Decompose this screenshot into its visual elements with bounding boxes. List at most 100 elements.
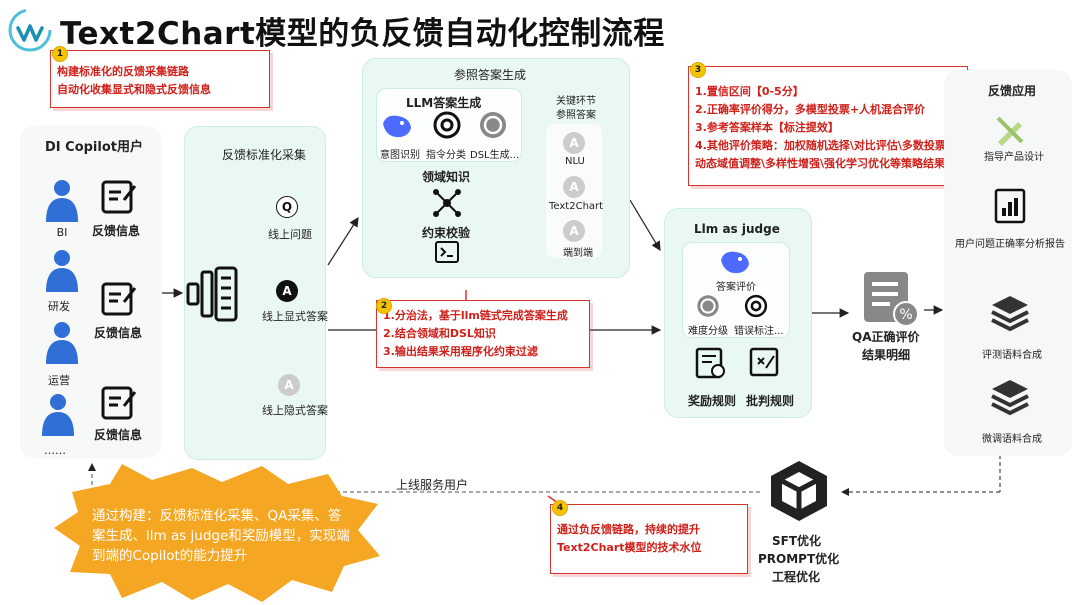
collect-item: 线上问题 (268, 228, 312, 241)
difficulty-label: 难度分级 (688, 326, 728, 337)
callout-3-line: 2.正确率评价得分，多模型投票+人机混合评价 (695, 103, 926, 116)
key-title: 参照答案 (556, 110, 596, 121)
implicit-answer-icon: A (278, 374, 300, 396)
callout-4-line: 通过负反馈链路，持续的提升 (557, 523, 700, 536)
optimize-line: 工程优化 (772, 570, 821, 584)
callout-2-line: 3.输出结果采用程序化约束过滤 (383, 345, 538, 358)
error-tag-label: 错误标注... (734, 326, 784, 337)
summary-burst-shape (54, 464, 380, 602)
callout-3: 1.置信区间【0-5分】 2.正确率评价得分，多模型投票+人机混合评价 3.参考… (688, 66, 968, 186)
openai-icon (480, 112, 506, 138)
page-title: Text2Chart模型的负反馈自动化控制流程 (60, 16, 665, 52)
openai-icon (697, 295, 719, 317)
online-service-label: 上线服务用户 (396, 478, 469, 492)
feedback-label: 反馈信息 (94, 428, 143, 442)
users-title: DI Copilot用户 (45, 140, 143, 155)
callout-3-line: 1.置信区间【0-5分】 (695, 85, 804, 98)
judge-title: Llm as judge (694, 222, 780, 236)
optimize-line: PROMPT优化 (758, 552, 840, 566)
nlu-icon: A (563, 132, 585, 154)
person-icon (46, 322, 78, 364)
design-tools-icon (996, 116, 1024, 146)
callout-2-line: 1.分治法，基于llm链式完成答案生成 (383, 309, 568, 322)
end-to-end-icon: A (563, 220, 585, 242)
callout-1-line: 自动化收集显式和隐式反馈信息 (57, 83, 211, 96)
explicit-answer-icon: A (276, 280, 298, 302)
apps-item: 用户问题正确率分析报告 (955, 239, 1065, 250)
llm-step: DSL生成... (470, 150, 520, 161)
apps-item: 微调语料合成 (982, 434, 1042, 445)
logo-icon (8, 8, 52, 52)
qa-result-line: 结果明细 (862, 348, 911, 362)
layers-icon (991, 380, 1029, 416)
critique-doc-icon (749, 347, 779, 377)
network-icon (433, 189, 461, 217)
callout-3-line: 4.其他评价策略：加权随机选择\对比评估\多数投票\ (695, 139, 950, 152)
openai-icon (433, 111, 461, 139)
collect-panel (184, 126, 326, 460)
collector-hub-icon (186, 266, 238, 322)
callout-2-line: 2.结合领域和DSL知识 (383, 327, 496, 340)
deepseek-whale-icon (383, 115, 411, 138)
key-item: Text2Chart (549, 201, 604, 212)
arrow-collect-to-ref (327, 216, 359, 266)
feedback-label: 反馈信息 (92, 224, 141, 238)
summary-burst-text: 通过构建：反馈标准化采集、QA采集、答案生成、llm as judge和奖励模型… (92, 508, 350, 564)
optimize-line: SFT优化 (772, 534, 822, 548)
domain-knowledge-label: 领域知识 (422, 170, 471, 184)
callout-2-badge: 2 (376, 298, 392, 314)
callout-1-line: 构建标准化的反馈采集链路 (57, 65, 189, 78)
callout-4: 通过负反馈链路，持续的提升 Text2Chart模型的技术水位 (550, 504, 748, 574)
deepseek-whale-icon (721, 251, 749, 274)
llm-step: 指令分类 (426, 150, 466, 161)
callout-2: 1.分治法，基于llm链式完成答案生成 2.结合领域和DSL知识 3.输出结果采… (376, 300, 590, 368)
callout-4-badge: 4 (552, 500, 568, 516)
role-label: …… (44, 444, 66, 457)
qa-result-line: QA正确评价 (852, 330, 920, 344)
feedback-doc-icon (101, 282, 137, 316)
key-title: 关键环节 (556, 96, 596, 107)
llm-step: 意图识别 (380, 150, 420, 161)
collect-item: 线上隐式答案 (262, 404, 328, 417)
analysis-report-icon (994, 188, 1026, 224)
callout-1-badge: 1 (52, 46, 68, 62)
collect-item: 线上显式答案 (262, 310, 328, 323)
feedback-doc-icon (101, 180, 137, 214)
qa-report-icon: % (864, 272, 919, 327)
arrow-ref-to-judge (629, 199, 661, 252)
apps-item: 评测语料合成 (982, 350, 1042, 361)
layers-icon (991, 296, 1029, 332)
callout-3-line: 3.参考答案样本【标注提效】 (695, 121, 839, 134)
role-label: BI (56, 226, 68, 239)
llm-title: LLM答案生成 (406, 96, 482, 110)
apps-item: 指导产品设计 (984, 152, 1044, 163)
apps-title: 反馈应用 (988, 84, 1037, 98)
feedback-label: 反馈信息 (94, 326, 143, 340)
collect-title: 反馈标准化采集 (222, 148, 307, 162)
ref-title: 参照答案生成 (454, 68, 527, 82)
person-icon (42, 394, 74, 436)
reward-doc-icon (695, 347, 725, 379)
users-panel (20, 126, 162, 458)
key-item: 端到端 (563, 248, 593, 259)
reward-rule-label: 奖励规则 (688, 394, 737, 408)
key-item: NLU (565, 156, 585, 167)
role-label: 运营 (48, 374, 70, 387)
cube-icon (771, 461, 827, 521)
openai-icon (744, 294, 768, 318)
critique-rule-label: 批判规则 (746, 394, 795, 408)
feedback-doc-icon (101, 386, 137, 420)
callout-1: 构建标准化的反馈采集链路 自动化收集显式和隐式反馈信息 (50, 50, 270, 108)
person-icon (46, 180, 78, 222)
callout-4-line: Text2Chart模型的技术水位 (557, 541, 702, 554)
callout-3-line: 动态域值调整\多样性增强\强化学习优化等策略结果 (695, 157, 946, 170)
answer-eval-label: 答案评价 (716, 282, 756, 293)
online-question-icon: Q (276, 196, 298, 218)
text2chart-icon: A (563, 176, 585, 198)
person-icon (46, 250, 78, 292)
svg-text:%: % (899, 307, 912, 323)
role-label: 研发 (48, 300, 70, 313)
terminal-icon (435, 241, 459, 263)
constraint-check-label: 约束校验 (422, 226, 471, 240)
callout-3-badge: 3 (690, 62, 706, 78)
